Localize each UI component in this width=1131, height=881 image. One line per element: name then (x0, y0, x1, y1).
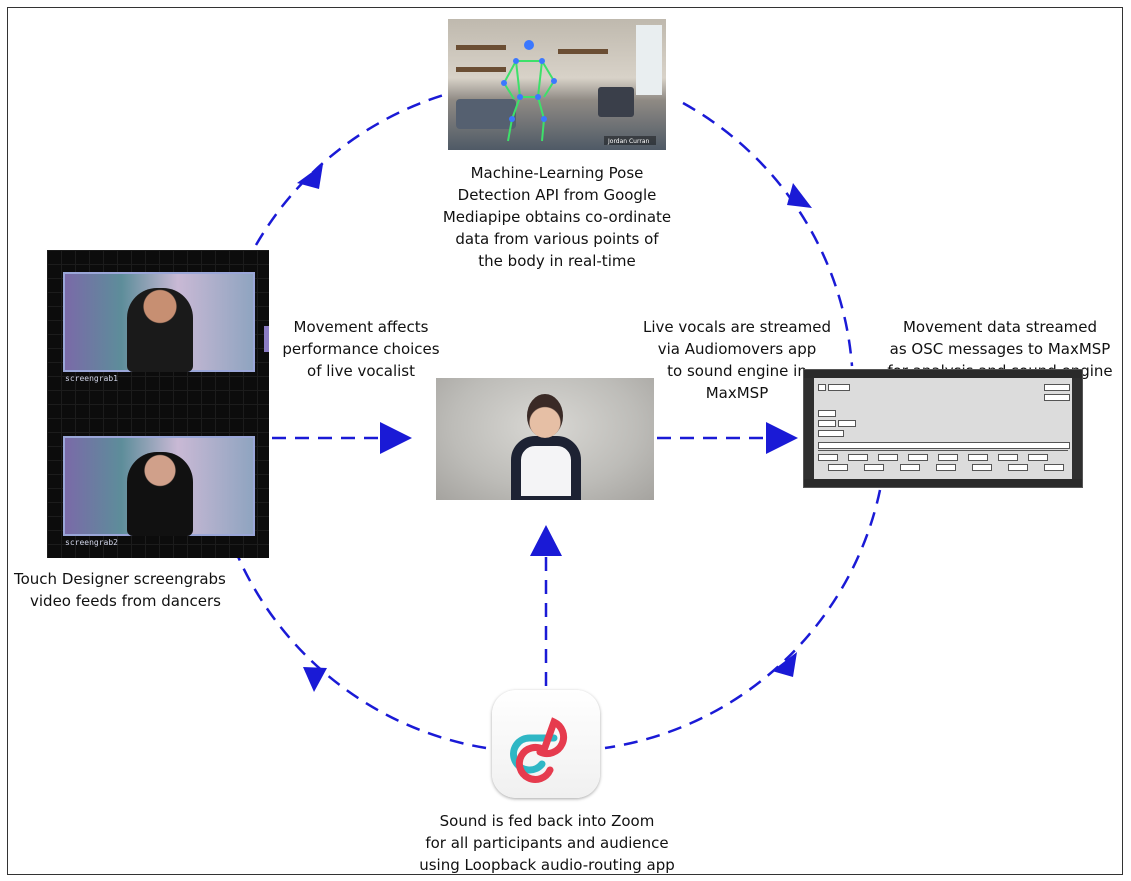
diagram-frame (7, 7, 1123, 875)
screengrab-label-2: screengrab2 (65, 538, 118, 547)
arc-loopback-to-td (234, 551, 487, 750)
screengrab-label-1: screengrab1 (65, 374, 118, 383)
live-vocalist-image (436, 378, 654, 500)
pose-skeleton: Jordan Curran (501, 40, 656, 145)
arrowhead-td-to-vocalist (380, 422, 412, 454)
arrowhead-loopback-to-td (303, 667, 327, 692)
arc-pose-to-maxmsp (682, 101, 854, 367)
arrowhead-pose-to-maxmsp (787, 183, 812, 208)
arrowhead-td-to-pose (297, 164, 323, 189)
arrowhead-loopback-to-vocalist (530, 525, 562, 556)
arc-td-to-pose (254, 92, 448, 246)
arrowhead-maxmsp-to-loopback (772, 652, 797, 677)
screengrab-window-2 (63, 436, 255, 536)
pose-name-tag: Jordan Curran (607, 138, 649, 145)
arrowhead-vocalist-to-maxmsp (766, 422, 798, 454)
pose-detection-image: Jordan Curran (448, 19, 666, 150)
arc-maxmsp-to-loopback (604, 489, 882, 750)
loopback-logo-icon (510, 717, 568, 783)
touch-designer-screengrabs: screengrab1 screengrab2 (47, 250, 269, 558)
screengrab-window-1 (63, 272, 255, 372)
loopback-app-icon (492, 690, 600, 798)
maxmsp-patch-screenshot (803, 369, 1083, 488)
